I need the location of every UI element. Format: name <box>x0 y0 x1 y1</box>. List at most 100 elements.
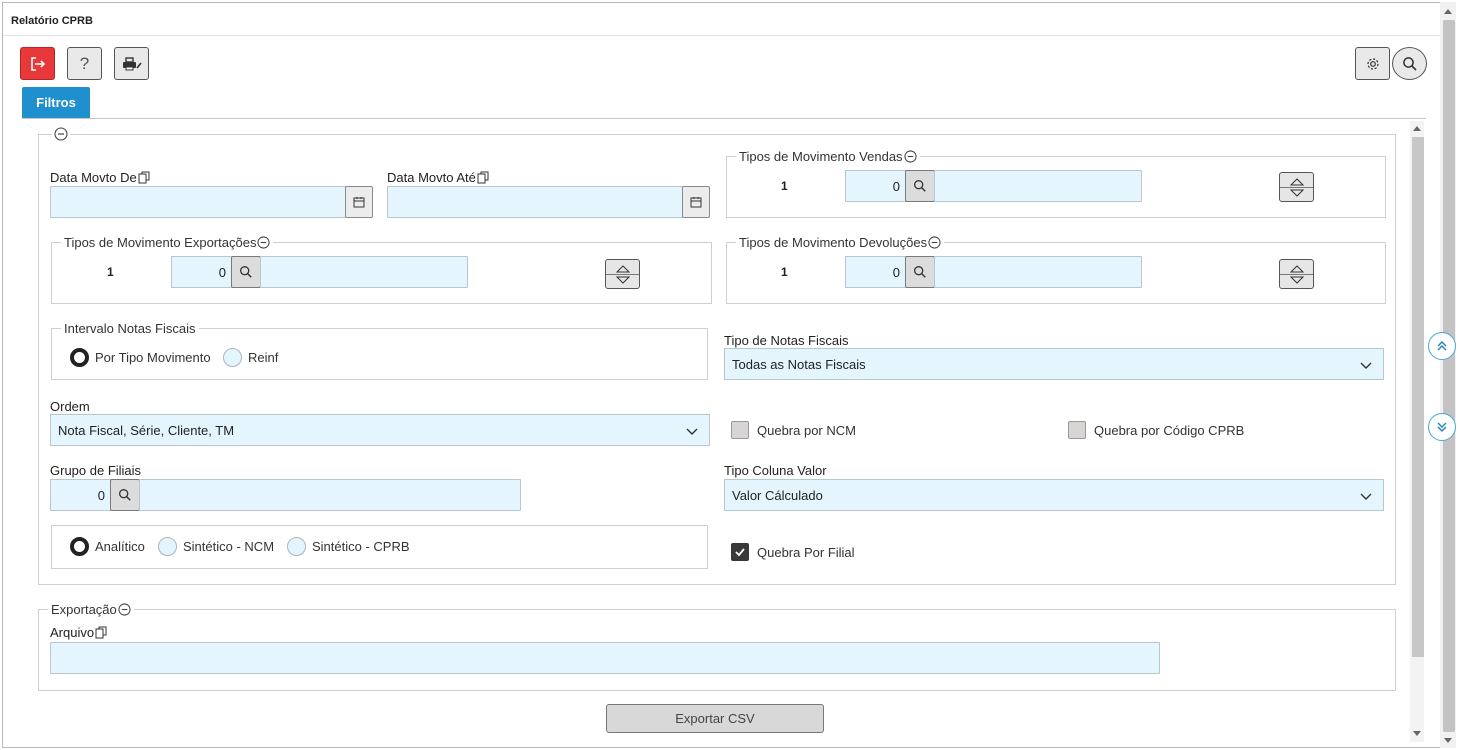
data-de-input[interactable] <box>50 186 346 218</box>
exportar-csv-button[interactable]: Exportar CSV <box>606 704 824 733</box>
grupo-filiais-code-input[interactable]: 0 <box>50 479 112 511</box>
tm-exportacoes-code-input[interactable]: 0 <box>171 256 233 288</box>
data-ate-calendar-button[interactable] <box>682 186 710 218</box>
copy-icon[interactable] <box>477 171 489 184</box>
quebra-cprb-checkbox[interactable]: Quebra por Código CPRB <box>1068 421 1244 439</box>
collapse-icon[interactable] <box>928 236 941 249</box>
exit-button[interactable] <box>20 47 55 80</box>
copy-icon[interactable] <box>138 171 150 184</box>
search-icon <box>1402 56 1417 71</box>
intervalo-group <box>51 328 708 380</box>
tipo-notas-select[interactable]: Todas as Notas Fiscais <box>724 348 1384 380</box>
grupo-filiais-label: Grupo de Filiais <box>50 463 142 478</box>
tm-devolucoes-desc-input[interactable] <box>934 256 1142 288</box>
search-button[interactable] <box>1392 47 1427 80</box>
chevron-down-icon <box>1360 493 1372 500</box>
content-scroll-down-icon[interactable] <box>1413 731 1421 736</box>
radio-selected-icon <box>70 348 89 367</box>
tipo-coluna-select[interactable]: Valor Cálculado <box>724 479 1384 511</box>
tm-exportacoes-search-button[interactable] <box>231 256 261 288</box>
triangle-up-icon <box>1289 177 1304 185</box>
data-ate-label: Data Movto Até <box>387 170 489 185</box>
window-title: Relatório CPRB <box>11 15 93 27</box>
tab-filtros[interactable]: Filtros <box>22 87 90 118</box>
content-scroll-thumb[interactable] <box>1412 137 1424 657</box>
tm-exportacoes-desc-input[interactable] <box>260 256 468 288</box>
scroll-up-icon[interactable] <box>1444 9 1452 14</box>
checkbox-label: Quebra por Código CPRB <box>1094 422 1245 438</box>
search-icon <box>240 266 252 278</box>
tab-divider <box>22 118 1426 119</box>
tm-exportacoes-legend: Tipos de Movimento Exportações <box>61 235 274 250</box>
radio-sintetico-cprb[interactable]: Sintético - CPRB <box>287 537 410 556</box>
grupo-filiais-code-value: 0 <box>97 487 105 503</box>
collapse-filters-button[interactable] <box>52 127 70 144</box>
help-icon: ? <box>79 53 90 73</box>
quebra-filial-checkbox[interactable]: Quebra Por Filial <box>731 543 855 561</box>
tm-exportacoes-spinner[interactable] <box>605 259 640 289</box>
radio-por-tipo-movimento[interactable]: Por Tipo Movimento <box>70 348 211 367</box>
print-button[interactable] <box>114 47 149 80</box>
settings-button[interactable] <box>1355 47 1390 80</box>
help-button[interactable]: ? <box>67 47 102 80</box>
title-divider <box>3 35 1441 36</box>
tm-vendas-spinner[interactable] <box>1279 172 1314 202</box>
checkbox-label: Quebra Por Filial <box>757 544 855 560</box>
content-scroll-up-icon[interactable] <box>1413 126 1421 131</box>
data-ate-input[interactable] <box>387 186 683 218</box>
exportacao-legend: Exportação <box>48 602 134 617</box>
grupo-filiais-desc-input[interactable] <box>139 479 521 511</box>
tm-vendas-desc-input[interactable] <box>934 170 1142 202</box>
arquivo-input[interactable] <box>50 642 1160 674</box>
search-icon <box>119 489 131 501</box>
radio-unselected-icon <box>287 537 306 556</box>
ordem-select[interactable]: Nota Fiscal, Série, Cliente, TM <box>50 414 710 446</box>
print-icon <box>122 56 142 70</box>
scroll-top-button[interactable] <box>1428 332 1456 360</box>
search-icon <box>914 180 926 192</box>
collapse-icon[interactable] <box>118 603 131 616</box>
triangle-down-icon <box>615 276 630 284</box>
quebra-ncm-checkbox[interactable]: Quebra por NCM <box>731 421 856 439</box>
tm-vendas-index: 1 <box>781 179 788 193</box>
checkbox-label: Quebra por NCM <box>757 422 856 438</box>
scroll-down-icon[interactable] <box>1444 738 1452 743</box>
collapse-icon[interactable] <box>903 150 917 163</box>
window-scrollbar[interactable] <box>1440 2 1456 748</box>
radio-analitico[interactable]: Analítico <box>70 537 145 556</box>
tipo-notas-value: Todas as Notas Fiscais <box>732 356 866 372</box>
tm-devolucoes-code-input[interactable]: 0 <box>845 256 907 288</box>
content-scrollbar[interactable] <box>1410 121 1424 742</box>
radio-reinf[interactable]: Reinf <box>223 348 278 367</box>
collapse-icon[interactable] <box>257 236 271 249</box>
scroll-bottom-button[interactable] <box>1428 413 1456 441</box>
arquivo-label: Arquivo <box>50 625 107 640</box>
tm-exportacoes-index: 1 <box>107 265 114 279</box>
ordem-label: Ordem <box>50 399 90 414</box>
tm-exportacoes-code-value: 0 <box>218 264 226 280</box>
tm-devolucoes-spinner[interactable] <box>1279 259 1314 289</box>
radio-sintetico-ncm[interactable]: Sintético - NCM <box>158 537 274 556</box>
tm-vendas-search-button[interactable] <box>905 170 935 202</box>
tipo-coluna-value: Valor Cálculado <box>732 487 823 503</box>
collapse-icon <box>54 127 68 141</box>
grupo-filiais-search-button[interactable] <box>110 479 140 511</box>
radio-label: Por Tipo Movimento <box>95 350 211 365</box>
tm-vendas-code-input[interactable]: 0 <box>845 170 907 202</box>
arquivo-label-text: Arquivo <box>50 625 95 640</box>
radio-label: Sintético - NCM <box>183 539 275 554</box>
triangle-down-icon <box>1289 189 1304 197</box>
radio-selected-icon <box>70 537 89 556</box>
radio-label: Reinf <box>248 350 279 365</box>
radio-unselected-icon <box>158 537 177 556</box>
data-de-calendar-button[interactable] <box>345 186 373 218</box>
double-chevron-down-icon <box>1437 422 1447 433</box>
copy-icon[interactable] <box>95 626 107 639</box>
triangle-up-icon <box>1289 264 1304 272</box>
ordem-value: Nota Fiscal, Série, Cliente, TM <box>58 422 235 438</box>
tipo-notas-label: Tipo de Notas Fiscais <box>724 333 849 348</box>
window-scroll-thumb[interactable] <box>1443 20 1455 732</box>
tm-devolucoes-search-button[interactable] <box>905 256 935 288</box>
radio-label: Sintético - CPRB <box>312 539 410 554</box>
checkbox-unchecked-icon <box>731 421 749 439</box>
